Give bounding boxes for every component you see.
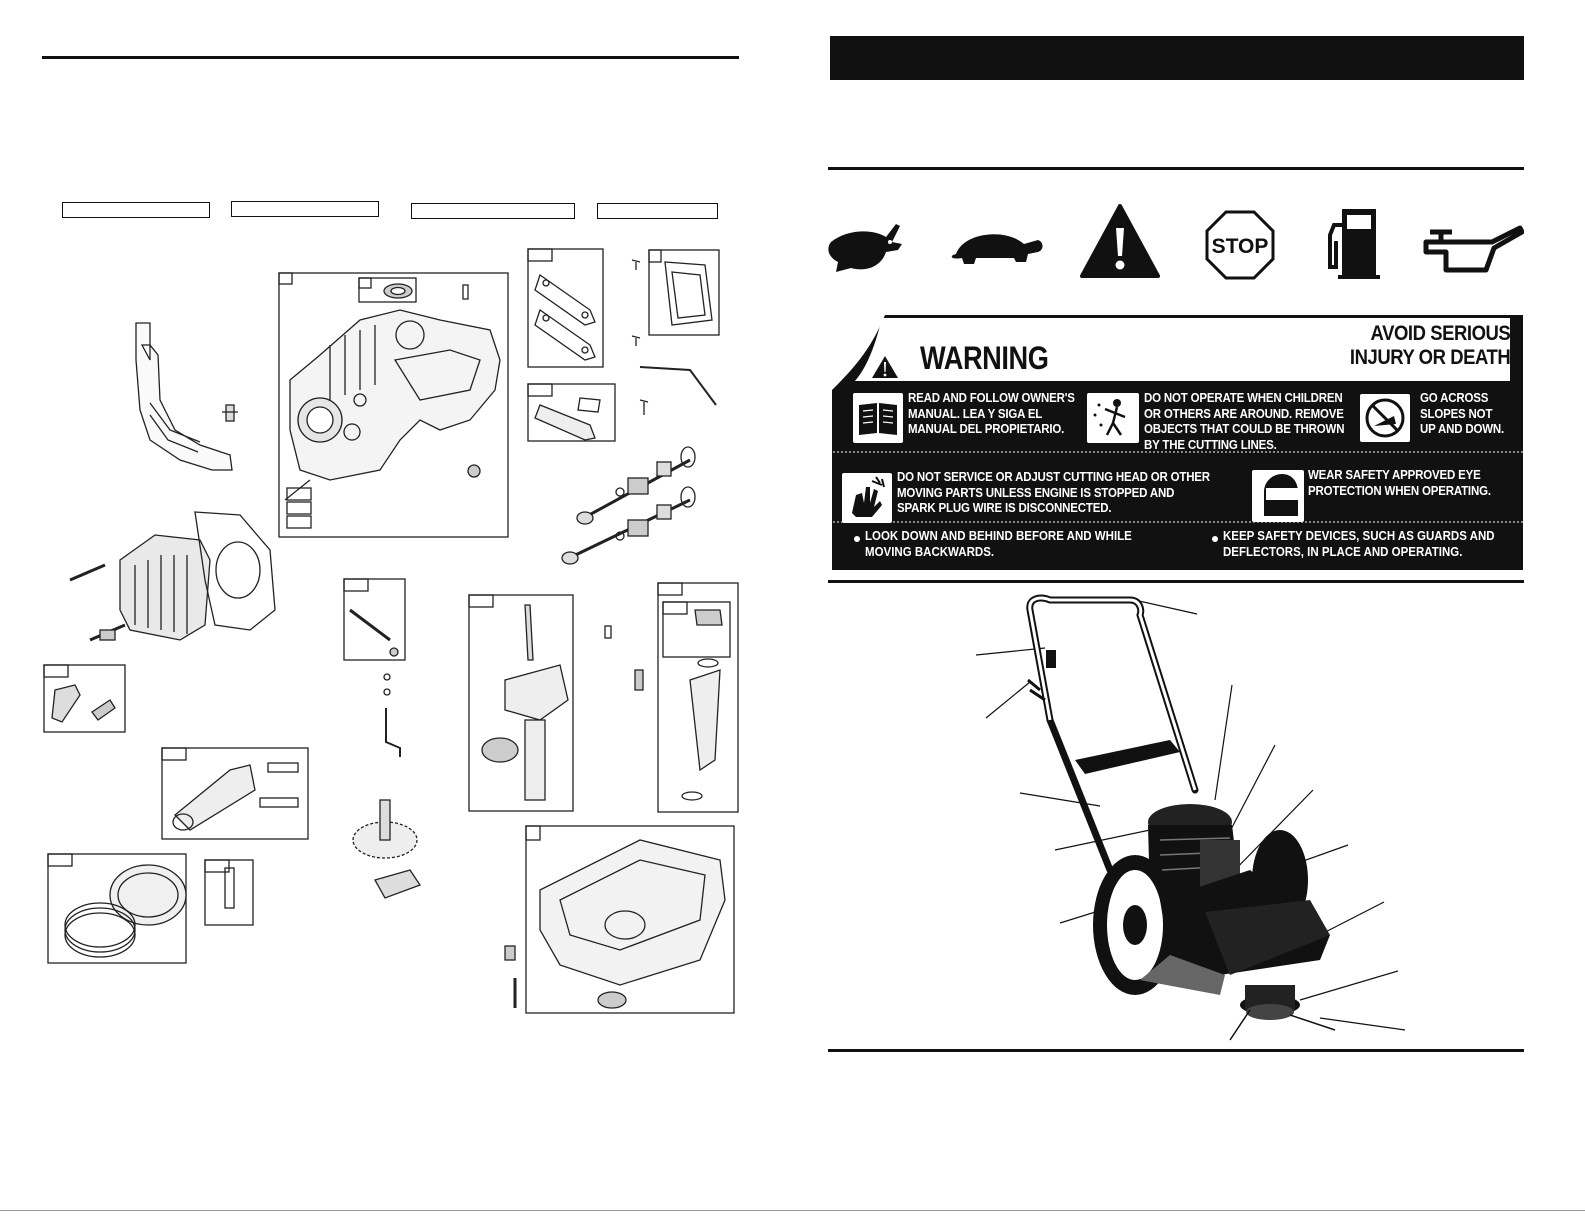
right-header-bar <box>830 36 1524 80</box>
part-label-box-1 <box>62 202 210 218</box>
right-section-rule-2 <box>828 580 1524 583</box>
stop-sign-icon: STOP <box>1205 210 1275 280</box>
string-trimmer-illustration <box>975 594 1406 1041</box>
left-header-rule <box>42 56 739 59</box>
svg-text:STOP: STOP <box>1212 235 1269 258</box>
eye-protection-icon <box>1252 470 1304 522</box>
bullet-dot-1 <box>854 536 860 542</box>
warning-item-slopes: GO ACROSS SLOPES NOT UP AND DOWN. <box>1420 391 1505 436</box>
turtle-slow-icon <box>951 234 1043 264</box>
warning-title: WARNING <box>920 340 1049 376</box>
thrown-objects-icon <box>1087 393 1139 443</box>
rabbit-fast-icon <box>828 224 902 272</box>
head-gasket-part <box>194 511 276 631</box>
trimmer-deck <box>1140 870 1330 995</box>
warning-bullet-safety-devices: KEEP SAFETY DEVICES, SUCH AS GUARDS AND … <box>1223 529 1495 559</box>
warning-item-eye-protection: WEAR SAFETY APPROVED EYE PROTECTION WHEN… <box>1308 468 1491 498</box>
cylinder-head-part <box>69 534 211 642</box>
part-label-box-2 <box>231 201 379 217</box>
part-label-box-3 <box>411 203 575 219</box>
oil-can-icon <box>1423 225 1524 273</box>
cam-gear-part <box>352 799 421 899</box>
trimmer-cutting-head <box>1229 985 1336 1041</box>
valve-spring-part <box>561 446 696 565</box>
warning-headline: AVOID SERIOUS INJURY OR DEATH <box>1349 322 1511 369</box>
cylinder-block-part <box>284 309 501 501</box>
crankcase-cover-part <box>539 839 726 1009</box>
cylinder-block-panel <box>278 272 509 538</box>
warning-item-bystanders: DO NOT OPERATE WHEN CHILDREN OR OTHERS A… <box>1144 391 1345 452</box>
engine-bracket-part <box>135 322 238 471</box>
safety-alert-icon <box>1080 204 1160 278</box>
warning-item-service: DO NOT SERVICE OR ADJUST CUTTING HEAD OR… <box>897 470 1210 515</box>
warning-bullet-backwards: LOOK DOWN AND BEHIND BEFORE AND WHILE MO… <box>865 529 1132 559</box>
hand-hazard-icon <box>842 473 892 523</box>
slope-icon <box>1360 394 1410 442</box>
crankshaft-part <box>481 604 569 801</box>
engine-parts-diagram <box>43 248 739 1014</box>
part-label-box-4 <box>597 203 718 219</box>
warning-item-read-manual: READ AND FOLLOW OWNER'S MANUAL. LEA Y SI… <box>908 391 1075 436</box>
warning-label <box>832 315 1523 570</box>
right-footer-rule <box>828 1049 1524 1052</box>
bottom-edge-rule <box>0 1210 1585 1211</box>
manual-book-icon <box>853 393 903 443</box>
fuel-pump-icon <box>1328 209 1380 279</box>
right-section-rule-1 <box>828 167 1524 170</box>
bullet-dot-2 <box>1212 536 1218 542</box>
